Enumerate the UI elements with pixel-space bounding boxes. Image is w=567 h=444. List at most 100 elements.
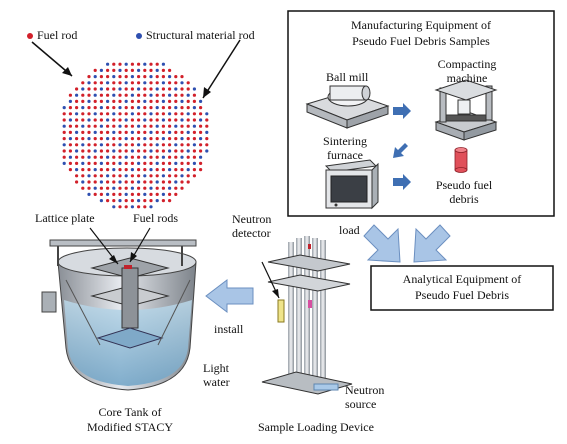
lattice-rod-dot	[149, 99, 153, 103]
lattice-rod-dot	[161, 174, 165, 178]
lattice-rod-dot	[205, 130, 209, 134]
lattice-rod-dot	[149, 75, 153, 79]
lattice-rod-dot	[118, 118, 122, 122]
neutron-source-label-line2: source	[345, 397, 377, 411]
lattice-rod-dot	[192, 93, 196, 97]
lattice-rod-dot	[118, 174, 122, 178]
lattice-rod-dot	[93, 106, 97, 110]
lattice-rod-dot	[186, 87, 190, 91]
lattice-rod-dot	[68, 137, 72, 141]
lattice-rod-dot	[143, 205, 147, 209]
lattice-rod-dot	[75, 149, 79, 153]
lattice-rod-dot	[99, 192, 103, 196]
lattice-rod-dot	[192, 161, 196, 165]
lattice-rod-dot	[168, 161, 172, 165]
core-tank-illustration	[41, 239, 197, 391]
compacting-machine-label-line2: machine	[446, 71, 488, 85]
lattice-rod-dot	[124, 161, 128, 165]
lattice-rod-dot	[99, 68, 103, 72]
lattice-rod-dot	[180, 137, 184, 141]
lattice-rod-dot	[124, 137, 128, 141]
lattice-rod-dot	[99, 118, 103, 122]
lattice-rod-dot	[118, 75, 122, 79]
lattice-rod-dot	[130, 68, 134, 72]
lattice-rod-dot	[130, 124, 134, 128]
lattice-plate-label: Lattice plate	[35, 211, 95, 225]
lattice-rod-dot	[161, 180, 165, 184]
lattice-rod-dot	[155, 174, 159, 178]
lattice-rod-dot	[81, 149, 85, 153]
lattice-rod-dot	[186, 155, 190, 159]
lattice-rod-dot	[106, 186, 110, 190]
lattice-rod-dot	[149, 199, 153, 203]
lattice-rod-dot	[143, 180, 147, 184]
lattice-rod-dot	[137, 199, 141, 203]
lattice-rod-dot	[112, 205, 116, 209]
lattice-rod-dot	[137, 168, 141, 172]
lattice-rod-dot	[155, 192, 159, 196]
lattice-rod-dot	[93, 168, 97, 172]
lattice-rod-dot	[155, 106, 159, 110]
lattice-rod-dot	[68, 161, 72, 165]
lattice-rod-dot	[81, 106, 85, 110]
lattice-rod-dot	[174, 155, 178, 159]
lattice-rod-dot	[99, 143, 103, 147]
lattice-rod-dot	[149, 149, 153, 153]
analytical-box	[370, 265, 554, 311]
lattice-rod-dot	[186, 81, 190, 85]
lattice-rod-dot	[99, 149, 103, 153]
lattice-rod-dot	[68, 118, 72, 122]
lattice-rod-dot	[106, 93, 110, 97]
lattice-rod-dot	[112, 155, 116, 159]
lattice-rod-dot	[174, 75, 178, 79]
lattice-rod-dot	[112, 180, 116, 184]
lattice-rod-dot	[149, 161, 153, 165]
lattice-rod-dot	[87, 112, 91, 116]
lattice-rod-dot	[149, 186, 153, 190]
lattice-rod-dot	[174, 112, 178, 116]
lattice-rod-dot	[143, 93, 147, 97]
lattice-rod-dot	[143, 149, 147, 153]
lattice-rod-dot	[106, 99, 110, 103]
lattice-rod-dot	[137, 62, 141, 66]
lattice-rod-dot	[143, 118, 147, 122]
lattice-rod-dot	[180, 186, 184, 190]
lattice-rod-dot	[68, 155, 72, 159]
lattice-rod-dot	[87, 168, 91, 172]
lattice-rod-dot	[118, 161, 122, 165]
lattice-rod-dot	[168, 192, 172, 196]
lattice-rod-dot	[192, 124, 196, 128]
lattice-rod-dot	[75, 124, 79, 128]
lattice-rod-dot	[143, 124, 147, 128]
lattice-rod-dot	[81, 161, 85, 165]
lattice-rod-dot	[81, 186, 85, 190]
lattice-rod-dot	[149, 93, 153, 97]
lattice-rod-dot	[199, 112, 203, 116]
lattice-rod-dot	[75, 87, 79, 91]
lattice-rod-dot	[168, 112, 172, 116]
lattice-rod-dot	[106, 199, 110, 203]
lattice-rod-dot	[118, 62, 122, 66]
lattice-rod-dot	[180, 130, 184, 134]
lattice-rod-dot	[68, 112, 72, 116]
lattice-rod-dot	[75, 155, 79, 159]
lattice-rod-dot	[130, 168, 134, 172]
lattice-rod-dot	[124, 68, 128, 72]
lattice-rod-dot	[155, 81, 159, 85]
lattice-rod-dot	[168, 143, 172, 147]
lattice-rod-dot	[99, 124, 103, 128]
lattice-rod-dot	[106, 130, 110, 134]
lattice-rod-dot	[186, 137, 190, 141]
ball-mill-label: Ball mill	[326, 70, 369, 84]
lattice-rod-dot	[155, 137, 159, 141]
lattice-rod-dot	[130, 161, 134, 165]
lattice-rod-dot	[87, 143, 91, 147]
lattice-rod-dot	[118, 186, 122, 190]
lattice-rod-dot	[199, 137, 203, 141]
fuel-rods-pointer-head	[130, 252, 137, 262]
lattice-rod-dot	[75, 118, 79, 122]
lattice-rod-dot	[93, 124, 97, 128]
sintering-furnace-label-line1: Sintering	[323, 134, 367, 148]
lattice-rod-dot	[168, 130, 172, 134]
lattice-rod-dot	[149, 118, 153, 122]
